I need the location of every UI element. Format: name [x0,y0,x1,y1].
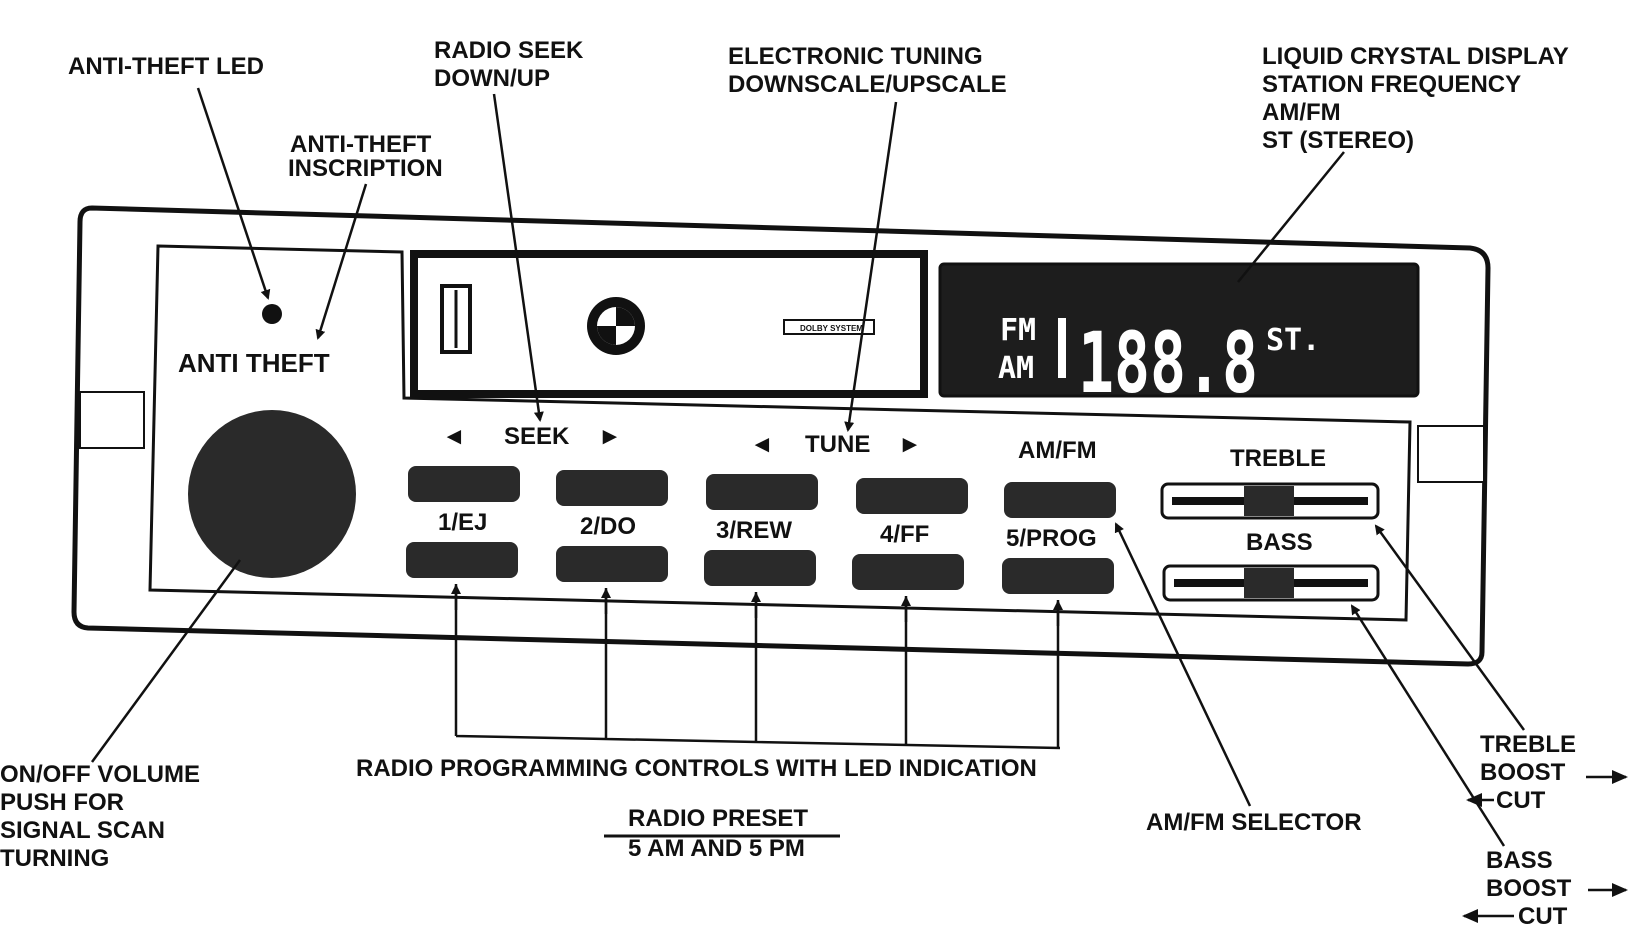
bass-slider-knob[interactable] [1244,568,1294,598]
amfm-button[interactable] [1004,482,1116,518]
leader-radio-seek [492,93,544,422]
tune-up-button[interactable] [856,478,968,514]
callout-volume-3: SIGNAL SCAN [0,817,165,844]
seek-up-button[interactable] [556,470,668,506]
seek-label: SEEK [504,423,570,450]
bass-label: BASS [1246,529,1313,556]
preset-label-4: 4/FF [880,521,929,548]
callout-anti-theft-inscription-1: ANTI-THEFT [290,131,432,158]
dolby-badge [783,319,875,335]
tune-down-button[interactable] [706,474,818,510]
amfm-label: AM/FM [1018,437,1097,464]
callout-volume-1: ON/OFF VOLUME [0,761,200,788]
callout-lcd-1: LIQUID CRYSTAL DISPLAY [1262,43,1569,70]
lcd-band-fm: FM [1000,313,1036,348]
preset-5-button[interactable] [1002,558,1114,594]
callout-labels: ANTI-THEFT LED ANTI-THEFT INSCRIPTION RA… [0,37,1576,928]
leader-anti-theft-led [196,87,271,300]
preset-label-2: 2/DO [580,513,636,540]
treble-slider[interactable] [1160,482,1380,520]
leader-amfm-selector [1114,522,1252,807]
inner-panel [148,244,1412,622]
leader-anti-theft-inscription [315,183,368,340]
treble-slider-knob[interactable] [1244,486,1294,516]
seek-down-button[interactable] [408,466,520,502]
anti-theft-led [262,304,282,324]
preset-3-button[interactable] [704,550,816,586]
callout-volume-4: TURNING [0,845,109,872]
lcd-band-am: AM [998,351,1034,386]
leader-lines [90,87,1628,923]
leader-programming-bracket [454,584,1061,750]
callout-electronic-tuning-1: ELECTRONIC TUNING [728,43,983,70]
callout-lcd-3: AM/FM [1262,99,1341,126]
callout-anti-theft-inscription-2: INSCRIPTION [288,155,443,182]
leader-lcd [1237,151,1345,283]
preset-2-button[interactable] [556,546,668,582]
callout-radio-preset-2: 5 AM AND 5 PM [628,835,805,862]
callout-lcd-4: ST (STEREO) [1262,127,1414,154]
preset-label-1: 1/EJ [438,509,487,536]
volume-knob[interactable] [188,410,356,578]
bass-slider[interactable] [1162,564,1380,602]
callout-radio-seek-2: DOWN/UP [434,65,550,92]
callout-anti-theft-led: ANTI-THEFT LED [68,53,264,80]
preset-4-button[interactable] [852,554,964,590]
callout-volume-2: PUSH FOR [0,789,124,816]
lcd-stereo: ST. [1266,323,1320,358]
anti-theft-inscription: ANTI THEFT [178,348,330,378]
callout-bass-side-2: BOOST [1486,875,1572,902]
preset-label-5: 5/PROG [1006,525,1097,552]
left-side-tab [79,391,145,449]
preset-label-3: 3/REW [716,517,792,544]
tune-label: TUNE [805,431,870,458]
preset-1-button[interactable] [406,542,518,578]
callout-electronic-tuning-2: DOWNSCALE/UPSCALE [728,71,1007,98]
right-side-tab [1417,425,1485,483]
callout-bass-side-1: BASS [1486,847,1553,874]
leader-electronic-tuning [844,101,898,432]
callout-treble-side-2: BOOST [1480,759,1566,786]
tune-left-icon: ◄ [750,431,774,458]
callout-amfm-selector: AM/FM SELECTOR [1146,809,1362,836]
dolby-badge-text: DOLBY SYSTEM [800,324,863,333]
treble-label: TREBLE [1230,445,1326,472]
leader-volume [90,559,242,763]
bmw-logo [587,297,645,355]
tune-right-icon: ► [898,431,922,458]
callout-radio-preset-1: RADIO PRESET [628,805,808,832]
radio-faceplate: ANTI THEFT DOLBY SYSTEM FM AM 188.8 ST. … [71,205,1491,667]
leader-treble [1374,524,1526,731]
callout-treble-side-3: CUT [1496,787,1546,814]
callout-treble-side-1: TREBLE [1480,731,1576,758]
callout-radio-seek-1: RADIO SEEK [434,37,584,64]
callout-programming-controls: RADIO PROGRAMMING CONTROLS WITH LED INDI… [356,755,1037,782]
lcd-frequency: 188.8 [1078,314,1258,412]
callout-bass-side-3: CUT [1518,903,1568,928]
callout-lcd-2: STATION FREQUENCY [1262,71,1521,98]
seek-right-icon: ► [598,423,622,450]
seek-left-icon: ◄ [442,423,466,450]
